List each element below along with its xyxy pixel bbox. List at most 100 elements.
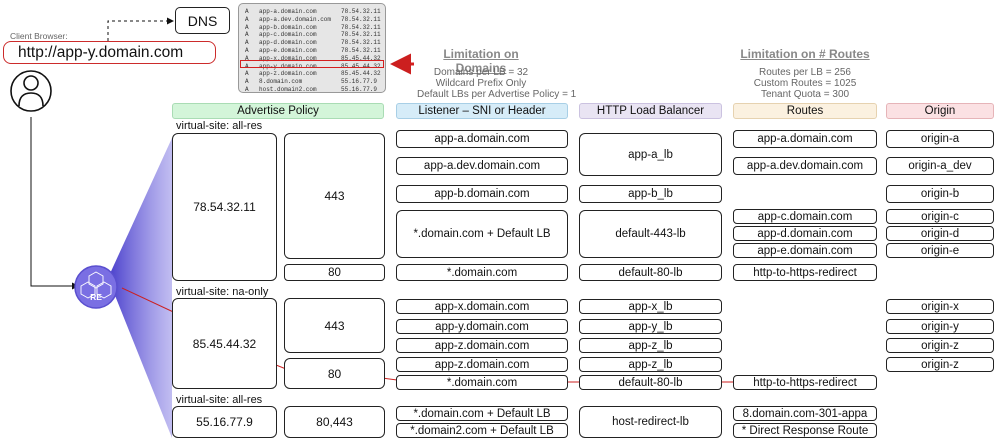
lb-item[interactable]: default-443-lb (579, 210, 722, 258)
dns-record-host: app-a.dev.domain.com (259, 15, 332, 23)
header-http-load-balancer: HTTP Load Balancer (579, 103, 722, 119)
route-item[interactable]: app-a.domain.com (733, 130, 877, 148)
lb-item[interactable]: app-z_lb (579, 338, 722, 353)
listener-item[interactable]: app-x.domain.com (396, 299, 568, 314)
ports-box[interactable]: 80,443 (284, 406, 385, 438)
route-item[interactable]: 8.domain.com-301-appa (733, 406, 877, 421)
lb-item[interactable]: app-x_lb (579, 299, 722, 314)
route-item[interactable]: * Direct Response Route (733, 423, 877, 438)
client-to-re-line (30, 117, 79, 290)
listener-item[interactable]: app-z.domain.com (396, 357, 568, 372)
lb-item[interactable]: default-80-lb (579, 264, 722, 281)
client-url-bar[interactable]: http://app-y.domain.com (3, 41, 216, 64)
dns-record-type: A (245, 47, 249, 54)
route-item[interactable]: app-c.domain.com (733, 209, 877, 224)
port-80-box[interactable]: 80 (284, 264, 385, 281)
listener-item[interactable]: *.domain.com (396, 264, 568, 281)
dns-record-host: app-z.domain.com (259, 70, 317, 78)
port-80-box[interactable]: 80 (284, 358, 385, 389)
origin-item[interactable]: origin-z (886, 357, 994, 372)
dns-record-ip: 85.45.44.32 (341, 54, 381, 62)
dns-record-host: app-e.domain.com (259, 47, 317, 54)
dns-record-host: app-c.domain.com (259, 31, 317, 39)
origin-item[interactable]: origin-c (886, 209, 994, 224)
origin-item[interactable]: origin-e (886, 243, 994, 258)
route-item[interactable]: app-a.dev.domain.com (733, 157, 877, 175)
dns-record-ip: 78.54.32.11 (341, 23, 381, 31)
dns-record-type: A (245, 15, 249, 23)
virtual-site-label: virtual-site: all-res (176, 394, 263, 406)
route-item[interactable]: http-to-https-redirect (733, 375, 877, 390)
lb-item[interactable]: default-80-lb (579, 375, 722, 390)
port-443-box[interactable]: 443 (284, 298, 385, 353)
dns-record-type: A (245, 54, 249, 62)
listener-item[interactable]: *.domain.com + Default LB (396, 210, 568, 258)
route-item[interactable]: app-d.domain.com (733, 226, 877, 241)
listener-item[interactable]: *.domain.com + Default LB (396, 406, 568, 421)
dns-highlight-box (240, 60, 384, 68)
origin-item[interactable]: origin-a (886, 130, 994, 148)
dns-record-type: A (245, 62, 249, 70)
route-item[interactable]: http-to-https-redirect (733, 264, 877, 281)
dns-record-type: A (245, 39, 249, 47)
dns-server: DNS (175, 7, 230, 34)
dns-record-ip: 78.54.32.11 (341, 31, 381, 39)
dns-record-type: A (245, 86, 249, 93)
dns-record-type: A (245, 31, 249, 39)
dns-record-host: app-x.domain.com (259, 54, 317, 62)
domains-limit-title: Limitation on Domains (443, 47, 519, 75)
client-browser-caption: Client Browser: (10, 31, 68, 41)
virtual-site-label: virtual-site: all-res (176, 120, 263, 132)
lb-item[interactable]: app-b_lb (579, 185, 722, 203)
listener-item[interactable]: *.domain2.com + Default LB (396, 423, 568, 438)
header-routes: Routes (733, 103, 877, 119)
listener-item[interactable]: app-z.domain.com (396, 338, 568, 353)
listener-item[interactable]: *.domain.com (396, 375, 568, 390)
dns-record-ip: 78.54.32.11 (341, 8, 381, 15)
listener-item[interactable]: app-a.dev.domain.com (396, 157, 568, 175)
listener-item[interactable]: app-y.domain.com (396, 319, 568, 334)
origin-item[interactable]: origin-a_dev (886, 157, 994, 175)
origin-item[interactable]: origin-b (886, 185, 994, 203)
port-443-box[interactable]: 443 (284, 133, 385, 259)
header-origin: Origin (886, 103, 994, 119)
origin-item[interactable]: origin-d (886, 226, 994, 241)
dns-record-type: A (245, 70, 249, 78)
dns-record-host: app-a.domain.com (259, 8, 317, 15)
lb-item[interactable]: app-a_lb (579, 133, 722, 176)
route-item[interactable]: app-e.domain.com (733, 243, 877, 258)
origin-item[interactable]: origin-y (886, 319, 994, 334)
lb-item[interactable]: host-redirect-lb (579, 406, 722, 438)
origin-item[interactable]: origin-z (886, 338, 994, 353)
dns-record-type: A (245, 8, 249, 15)
dns-lookup-line (107, 17, 174, 41)
listener-item[interactable]: app-b.domain.com (396, 185, 568, 203)
virtual-site-label: virtual-site: na-only (176, 286, 269, 298)
origin-item[interactable]: origin-x (886, 299, 994, 314)
lb-item[interactable]: app-y_lb (579, 319, 722, 334)
dns-record-host: app-d.domain.com (259, 39, 317, 47)
site-ip-box[interactable]: 55.16.77.9 (172, 406, 277, 438)
site-ip-box[interactable]: 85.45.44.32 (172, 298, 277, 389)
listener-item[interactable]: app-a.domain.com (396, 130, 568, 148)
dns-record-type: A (245, 23, 249, 31)
dns-record-ip: 78.54.32.11 (341, 15, 381, 23)
site-ip-box[interactable]: 78.54.32.11 (172, 133, 277, 281)
lb-item[interactable]: app-z_lb (579, 357, 722, 372)
domains-limit-line: Wildcard Prefix Only (435, 78, 527, 89)
routes-limit-title: Limitation on # Routes (740, 47, 870, 61)
routes-limit-line: Routes per LB = 256 (758, 67, 851, 78)
re-badge-label: RE (90, 292, 102, 302)
header-advertise-policy: Advertise Policy (172, 103, 384, 119)
dns-record-ip: 55.16.77.9 (341, 78, 378, 86)
routes-limit-line: Tenant Quota = 300 (760, 89, 850, 100)
header-listener: Listener – SNI or Header (396, 103, 568, 119)
